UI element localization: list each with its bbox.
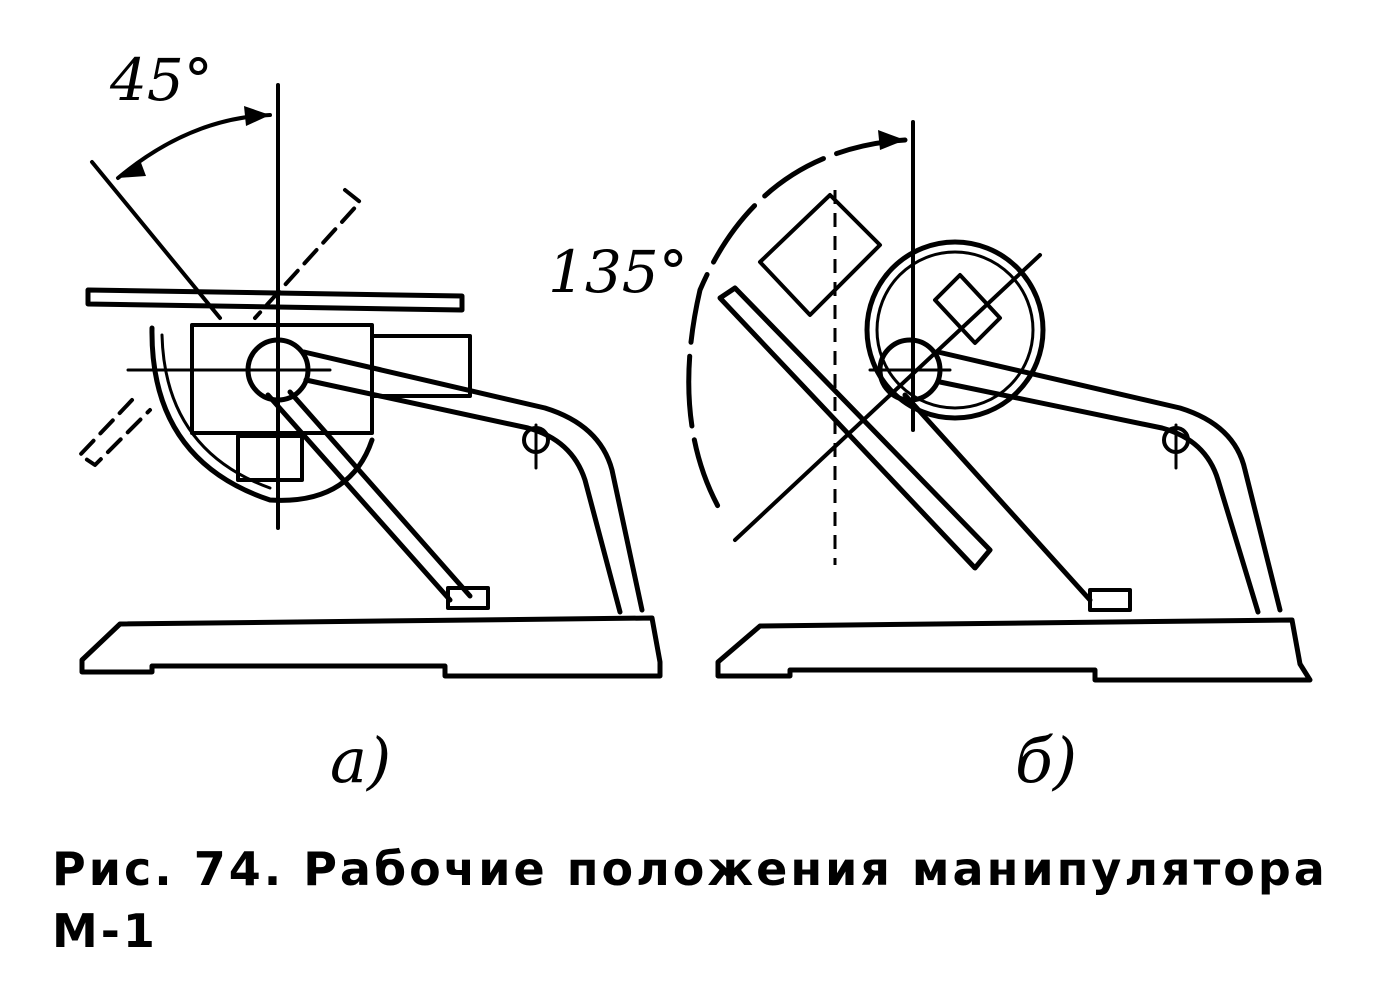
upper-arm-a-inner xyxy=(303,377,623,615)
lower-strut-a-2 xyxy=(287,389,473,599)
drive-block-a xyxy=(236,434,304,482)
upper-arm-b-inner xyxy=(937,379,1261,615)
drive-block-b xyxy=(933,273,1002,345)
caption-line-2: М-1 xyxy=(52,904,158,958)
sub-label-a: a) xyxy=(330,724,391,797)
dashed-table-outline-a xyxy=(253,188,362,320)
dashed-table-outline-a2 xyxy=(78,398,152,467)
lower-strut-a xyxy=(265,392,453,603)
angle-label-135: 135° xyxy=(548,238,688,306)
upper-arm-b xyxy=(935,349,1283,613)
arc-arrow-b1 xyxy=(878,130,905,150)
circular-housing-b xyxy=(864,239,1046,421)
upper-arm-a xyxy=(301,349,645,613)
arc-arrow-a2 xyxy=(118,160,146,178)
angle-arc-135 xyxy=(686,137,908,513)
angle-ray-45 xyxy=(90,160,222,320)
manipulator-position-a xyxy=(78,83,663,679)
table-plate-a xyxy=(85,287,465,313)
gearbox-b xyxy=(758,193,882,317)
circular-housing-a xyxy=(149,325,375,503)
housing-inner-b xyxy=(875,250,1035,410)
angle-label-45: 45° xyxy=(109,46,213,114)
angle-ray-135 xyxy=(733,253,1042,542)
manipulator-position-b xyxy=(686,120,1313,683)
base-a xyxy=(79,615,663,679)
caption-line-1: Рис. 74. Рабочие положения манипулятора xyxy=(52,842,1328,896)
strut-mount-b xyxy=(1088,588,1132,612)
manipulator-figure: 45° 135° a) б) xyxy=(78,46,1313,797)
lower-strut-b xyxy=(902,392,1093,603)
table-plate-b xyxy=(717,285,993,571)
sub-label-b: б) xyxy=(1015,724,1077,797)
strut-mount-a xyxy=(446,586,490,610)
base-b xyxy=(715,617,1313,683)
housing-inner-a xyxy=(160,333,272,490)
arc-arrow-a1 xyxy=(244,106,270,126)
pivot-a xyxy=(245,337,311,403)
figure-caption: Рис. 74. Рабочие положения манипулятора … xyxy=(52,838,1362,962)
